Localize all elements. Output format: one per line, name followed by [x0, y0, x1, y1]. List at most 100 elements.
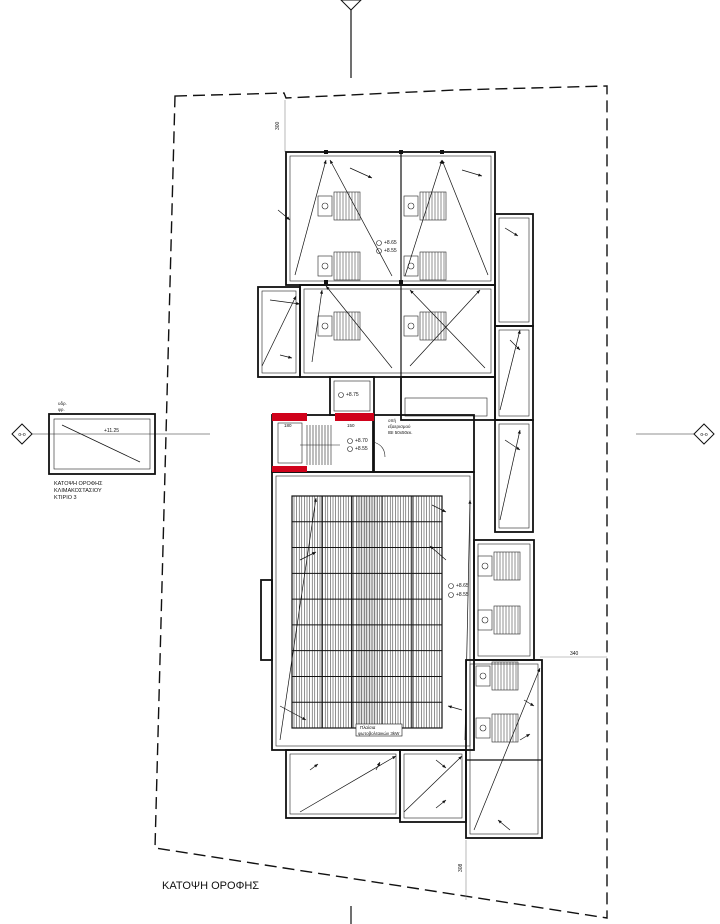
level-stair-2: +8.55: [355, 446, 368, 452]
level-marker-stair-top: +8.75: [338, 392, 359, 398]
dimension-right: 340: [570, 651, 579, 657]
dimension-bottom: 308: [458, 863, 464, 872]
drain-flow-line: [279, 705, 307, 721]
level-stair-1: +8.70: [355, 438, 368, 444]
drain-flow-line: [409, 289, 481, 367]
arrow-head-icon: [296, 301, 300, 306]
inset-tag-1: υδρ.: [58, 401, 67, 406]
level-east-1: +8.65: [456, 583, 469, 589]
ac-unit: [475, 717, 491, 739]
inset-caption-3: ΚΤΙΡΙΟ 3: [54, 495, 77, 501]
stair-wall-red-1: [272, 413, 307, 421]
stair-flights: [277, 422, 386, 465]
arrow-head-icon: [288, 355, 292, 359]
level-stair-top: +8.75: [346, 392, 359, 398]
ac-unit-fan: [321, 262, 329, 270]
ac-condenser: [491, 713, 519, 743]
inset-level: +11.25: [104, 428, 119, 434]
panel-note: Πλαίσια φωτοβολταικών 3kW: [355, 723, 403, 737]
opening-note: οπή εξαερισμού ΙΒΙ 50x50εκ.: [388, 417, 413, 435]
arrow-head-icon: [313, 498, 317, 502]
arrow-head-icon: [441, 160, 445, 164]
ac-unit-fan: [407, 202, 415, 210]
ac-unit-fan: [479, 672, 487, 680]
arrow-head-icon: [517, 430, 521, 434]
dimension-top: 300: [275, 121, 281, 130]
arrow-head-icon: [286, 216, 290, 220]
arrow-head-icon: [439, 160, 443, 164]
arrow-head-icon: [468, 500, 472, 504]
arrow-head-icon: [458, 756, 462, 760]
panel-shaded-column: [356, 496, 378, 728]
plot-boundary: [154, 85, 608, 919]
drain-flow-line: [499, 329, 521, 411]
ac-unit: [477, 609, 493, 631]
stair-dim-2: 150: [347, 423, 355, 428]
arrow-head-icon: [537, 668, 541, 672]
ac-unit: [317, 195, 333, 217]
roof-drain: [440, 150, 444, 154]
ac-unit: [477, 555, 493, 577]
section-marker-left-label: ο-ο: [18, 432, 25, 438]
ac-unit: [403, 255, 419, 277]
arrow-head-icon: [376, 762, 380, 766]
level-marker-north: +8.65 +8.55: [376, 240, 397, 254]
arrow-head-icon: [410, 290, 414, 294]
level-marker-east: +8.65 +8.55: [448, 583, 469, 598]
north-arrow-icon: [340, 0, 362, 11]
drain-flow-line: [325, 285, 393, 369]
ac-unit-fan: [479, 724, 487, 732]
drain-flow-line: [261, 295, 297, 367]
ac-unit-fan: [481, 616, 489, 624]
level-east-2: +8.55: [456, 592, 469, 598]
ac-unit: [317, 255, 333, 277]
inset-caption-2: ΚΛΙΜΑΚΟΣΤΑΣΙΟΥ: [54, 488, 102, 494]
ac-condenser: [493, 605, 521, 635]
opening-note-3: ΙΒΙ 50x50εκ.: [388, 430, 413, 435]
arrow-head-icon: [476, 290, 480, 294]
roof-drain: [324, 280, 328, 284]
panel-note-2: φωτοβολταικών 3kW: [358, 730, 400, 736]
roof-drain: [399, 150, 403, 154]
ac-unit: [475, 665, 491, 687]
ac-condenser: [333, 191, 361, 221]
ac-unit: [403, 195, 419, 217]
stair-flight: [277, 422, 303, 464]
drain-flow-line: [404, 159, 443, 277]
arrow-head-icon: [392, 756, 396, 760]
inset-caption-1: ΚΑΤΟΨΗ ΟΡΟΦΗΣ: [54, 481, 103, 487]
arrow-head-icon: [326, 286, 330, 290]
ac-unit-fan: [321, 202, 329, 210]
building-outline: [257, 151, 543, 839]
drain-flow-line: [311, 289, 323, 363]
arrow-head-icon: [323, 160, 327, 164]
opening-note-1: οπή: [388, 417, 397, 423]
arrow-head-icon: [530, 702, 534, 706]
ac-condenser: [333, 251, 361, 281]
ac-unit: [317, 315, 333, 337]
arrow-head-icon: [314, 764, 318, 768]
ac-unit: [403, 315, 419, 337]
stair-wall-red-2: [335, 413, 374, 421]
arrow-head-icon: [312, 552, 316, 556]
arrow-head-icon: [442, 508, 446, 512]
drain-flow-line: [279, 497, 317, 741]
arrow-head-icon: [448, 705, 452, 709]
ac-condenser: [419, 251, 447, 281]
drain-flow-line: [269, 299, 301, 305]
level-north-1: +8.65: [384, 240, 397, 246]
section-marker-left-icon: ο-ο: [11, 423, 33, 445]
ac-unit-fan: [481, 562, 489, 570]
ac-condenser: [419, 311, 447, 341]
drain-flow-line: [409, 289, 486, 369]
ac-condenser: [333, 311, 361, 341]
level-marker-stair: +8.70 +8.55: [347, 438, 368, 452]
arrow-head-icon: [430, 546, 434, 550]
arrow-head-icon: [498, 820, 502, 824]
arrow-head-icon: [292, 296, 296, 300]
ac-unit-fan: [407, 322, 415, 330]
drain-flow-line: [473, 667, 541, 831]
stair-dim-1: 180: [284, 423, 292, 428]
drawing-title: ΚΑΤΟΨΗ ΟΡΟΦΗΣ: [162, 880, 259, 892]
